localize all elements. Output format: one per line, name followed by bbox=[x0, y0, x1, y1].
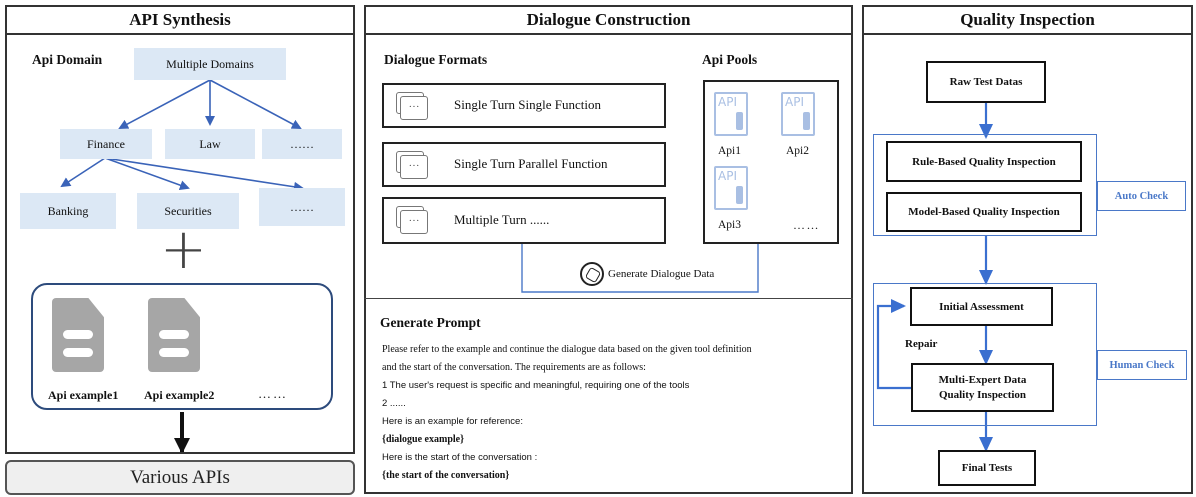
prompt-line: Here is an example for reference: bbox=[382, 416, 523, 427]
plus-sign: + bbox=[160, 217, 207, 282]
prompt-line: 2 ...... bbox=[382, 398, 406, 409]
prompt-line: and the start of the conversation. The r… bbox=[382, 362, 646, 373]
api-label-3: Api3 bbox=[718, 219, 741, 231]
dialogue-construction-title: Dialogue Construction bbox=[366, 7, 851, 35]
multi-expert-inspection-node: Multi-Expert Data Quality Inspection bbox=[911, 363, 1054, 412]
api-pool-box bbox=[703, 80, 839, 244]
api-domain-label: Api Domain bbox=[32, 52, 103, 67]
api-label-1: Api1 bbox=[718, 145, 741, 157]
api-icon: API bbox=[781, 92, 815, 136]
prompt-line: {dialogue example} bbox=[382, 434, 465, 445]
openai-logo-icon bbox=[580, 262, 604, 286]
domain-tree-edges bbox=[60, 79, 304, 192]
domain-node-law: Law bbox=[165, 129, 255, 159]
auto-check-group bbox=[873, 134, 1097, 236]
generate-prompt-title: Generate Prompt bbox=[380, 315, 481, 330]
api-example-label-1: Api example1 bbox=[48, 388, 119, 402]
api-pools-label: Api Pools bbox=[702, 52, 758, 67]
prompt-line: {the start of the conversation} bbox=[382, 470, 510, 481]
dialogue-formats-label: Dialogue Formats bbox=[384, 52, 488, 67]
format-multiple-turn: ··· Multiple Turn ...... bbox=[382, 197, 666, 244]
prompt-line: Here is the start of the conversation : bbox=[382, 452, 538, 463]
api-label-more: …… bbox=[793, 218, 820, 232]
section-divider bbox=[364, 298, 853, 299]
auto-check-tag: Auto Check bbox=[1097, 181, 1186, 211]
generate-bracket bbox=[521, 244, 759, 293]
model-based-inspection-node: Model-Based Quality Inspection bbox=[886, 192, 1082, 232]
quality-flow-arrows bbox=[876, 102, 993, 452]
api-example-more: …… bbox=[258, 386, 288, 401]
generate-dialogue-label: Generate Dialogue Data bbox=[608, 268, 715, 280]
format-single-turn-single-function: ··· Single Turn Single Function bbox=[382, 83, 666, 128]
prompt-text: Please refer to the example and continue… bbox=[382, 341, 848, 485]
various-apis-output: Various APIs bbox=[5, 460, 355, 495]
domain-root-node: Multiple Domains bbox=[134, 48, 286, 80]
domain-node-finance: Finance bbox=[60, 129, 152, 159]
format-single-turn-parallel-function: ··· Single Turn Parallel Function bbox=[382, 142, 666, 187]
api-synthesis-title: API Synthesis bbox=[7, 7, 353, 35]
document-icon bbox=[148, 298, 200, 372]
subdomain-node-securities: Securities bbox=[137, 193, 239, 229]
human-check-tag: Human Check bbox=[1097, 350, 1187, 380]
domain-node-more: …… bbox=[262, 129, 342, 159]
api-icon: API bbox=[714, 92, 748, 136]
api-examples-container bbox=[31, 283, 333, 410]
raw-test-datas-node: Raw Test Datas bbox=[926, 61, 1046, 103]
repair-label: Repair bbox=[905, 338, 938, 350]
rule-based-inspection-node: Rule-Based Quality Inspection bbox=[886, 141, 1082, 182]
prompt-line: Please refer to the example and continue… bbox=[382, 344, 752, 355]
document-icon bbox=[52, 298, 104, 372]
final-tests-node: Final Tests bbox=[938, 450, 1036, 486]
prompt-line: 1 The user's request is specific and mea… bbox=[382, 380, 690, 391]
quality-inspection-panel: Quality Inspection bbox=[862, 5, 1193, 494]
initial-assessment-node: Initial Assessment bbox=[910, 287, 1053, 326]
human-check-group bbox=[873, 283, 1097, 426]
quality-inspection-title: Quality Inspection bbox=[864, 7, 1191, 35]
api-label-2: Api2 bbox=[786, 145, 809, 157]
subdomain-node-banking: Banking bbox=[20, 193, 116, 229]
api-synthesis-panel: API Synthesis bbox=[5, 5, 355, 454]
api-example-label-2: Api example2 bbox=[144, 388, 215, 402]
dialogue-construction-panel: Dialogue Construction bbox=[364, 5, 853, 494]
api-icon: API bbox=[714, 166, 748, 210]
subdomain-node-more: …… bbox=[259, 188, 345, 226]
